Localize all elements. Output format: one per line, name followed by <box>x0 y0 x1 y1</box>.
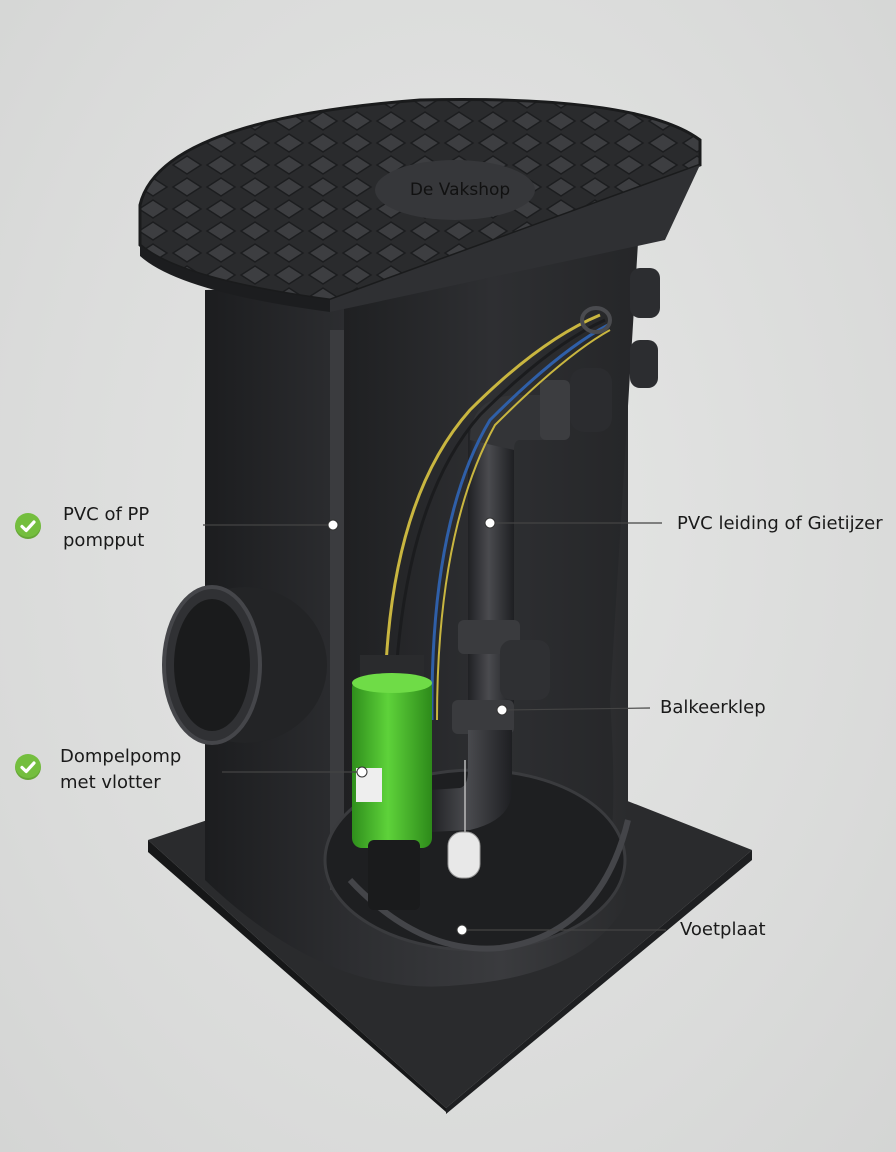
pipe-outlet <box>570 368 612 432</box>
leader-dot-leiding <box>484 517 496 529</box>
discharge-pipe-elbow <box>470 395 560 450</box>
float-switch <box>447 831 481 879</box>
leader-dot-balkeerklep <box>496 704 508 716</box>
check-valve-body <box>500 640 550 700</box>
discharge-pipe-lower-elbow <box>430 730 512 832</box>
outlet-stub-top <box>630 268 660 318</box>
leader-line-balkeerklep <box>501 707 651 711</box>
cover-brand-text: De Vakshop <box>409 180 511 200</box>
label-pvc-pompput-line1: PVC of PP <box>63 504 150 525</box>
cable-yellow-2 <box>436 329 611 721</box>
label-dompelpomp-line2: met vlotter <box>60 772 161 793</box>
pipe-coupling-top <box>540 380 570 440</box>
pit-cover-edge <box>140 245 330 312</box>
leader-dot-pompput <box>327 519 339 531</box>
leader-dot-voetplaat <box>456 924 468 936</box>
check-valve-flange-bottom <box>452 700 514 734</box>
pump-body <box>352 678 432 848</box>
cable-black <box>393 318 606 691</box>
base-plate-edge-right <box>446 850 752 1114</box>
cable-gland <box>580 306 612 334</box>
pit-cover-underside <box>330 165 700 312</box>
base-plate-edge-left <box>148 840 446 1112</box>
leader-dot-dompelpomp <box>356 766 368 778</box>
pit-wall-cut-left <box>330 330 344 890</box>
pump-foot <box>368 840 420 910</box>
cable-yellow <box>383 313 601 691</box>
label-pvc-pompput: PVC of PP pompput <box>63 502 149 554</box>
outlet-stub-bottom <box>630 340 658 388</box>
inlet-pipe-hole <box>174 599 250 731</box>
label-voetplaat: Voetplaat <box>680 919 766 940</box>
label-balkeerklep: Balkeerklep <box>660 697 766 718</box>
label-pvc-leiding: PVC leiding of Gietijzer <box>677 513 883 534</box>
cable-blue <box>430 323 609 721</box>
label-dompelpomp-line1: Dompelpomp <box>60 746 182 767</box>
check-circle-icon <box>15 513 41 539</box>
pit-floor-rim <box>347 819 631 952</box>
label-dompelpomp: Dompelpomp met vlotter <box>60 744 181 796</box>
cover-brand-plate <box>375 160 535 220</box>
check-circle-icon <box>15 754 41 780</box>
pump-top <box>352 673 432 693</box>
label-pvc-pompput-line2: pompput <box>63 530 145 551</box>
